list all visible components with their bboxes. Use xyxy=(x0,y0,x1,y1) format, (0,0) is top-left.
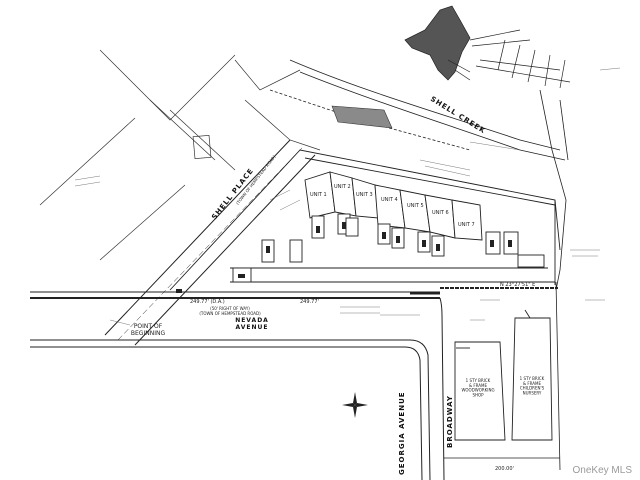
georgia-avenue-label: GEORGIA AVENUE xyxy=(398,391,406,475)
creek-bank xyxy=(269,59,569,291)
neighbor-lots xyxy=(39,49,321,261)
site-boundary xyxy=(169,149,561,291)
nevada-avenue-road xyxy=(30,287,558,480)
label-line: (50' RIGHT OF WAY) xyxy=(210,306,250,311)
unit-buildings xyxy=(232,171,545,283)
watermark: OneKey MLS xyxy=(572,465,632,476)
unit-label: UNIT 6 xyxy=(432,210,449,216)
parking-stalls xyxy=(176,222,512,293)
label-line: CHILDREN'S xyxy=(520,386,545,391)
unit-label: UNIT 2 xyxy=(334,184,351,190)
label-line: 1 STY BRICK xyxy=(466,378,491,383)
shell-place-label: SHELL PLACE xyxy=(210,167,255,222)
label-line: NEVADA xyxy=(235,317,269,324)
broadway-label: BROADWAY xyxy=(446,395,454,448)
label-line: & FRAME xyxy=(523,381,541,386)
north-arrow-icon xyxy=(342,392,368,418)
dim-west-label: 249.77' (D.A.) xyxy=(190,299,225,305)
label-line: AVENUE xyxy=(236,324,269,331)
survey-notes xyxy=(74,67,621,326)
unit-label: UNIT 1 xyxy=(310,192,327,198)
unit-label: UNIT 4 xyxy=(381,197,398,203)
label-line: (TOWN OF HEMPSTEAD ROAD) xyxy=(199,311,261,316)
label-line: 1 STY BRICK xyxy=(520,376,545,381)
creek-docks xyxy=(404,5,571,89)
label-line: NURSERY xyxy=(523,390,542,395)
shell-creek-label: SHELL CREEK xyxy=(429,95,487,135)
hatched-parcel xyxy=(331,105,393,129)
dim-south-label: 200.00' xyxy=(495,466,514,472)
broadway-buildings xyxy=(454,309,553,441)
unit-label: UNIT 5 xyxy=(407,203,424,209)
label-line: BEGINNING xyxy=(131,330,166,337)
label-line: SHOP xyxy=(472,392,484,397)
dim-east-label: 249.77' xyxy=(300,299,319,305)
unit-label: UNIT 7 xyxy=(458,222,475,228)
unit-label: UNIT 3 xyxy=(356,192,373,198)
east-boundary xyxy=(444,281,561,471)
bearing-south-label: N 23°27'51" E xyxy=(500,282,535,288)
label-line: POINT OF xyxy=(134,323,163,330)
label-line: WOODWORKING xyxy=(461,388,494,393)
label-line: & FRAME xyxy=(469,383,487,388)
nevada-note-label: (50' RIGHT OF WAY)(TOWN OF HEMPSTEAD ROA… xyxy=(199,306,261,316)
shell-place-road xyxy=(104,139,316,346)
